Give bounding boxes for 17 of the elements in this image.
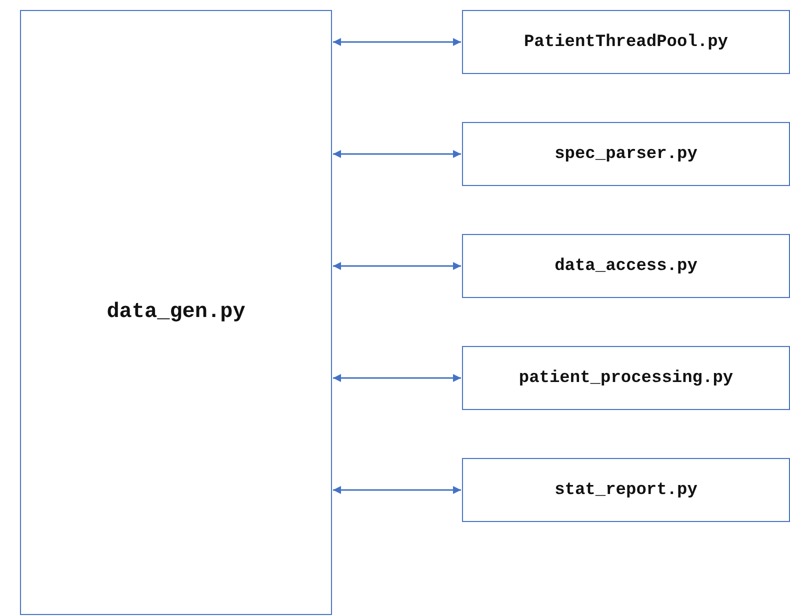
module-name: patient_processing.py [518,368,734,388]
module-name: PatientThreadPool.py [524,32,728,52]
module-name: spec_parser.py [554,144,698,164]
module-name: stat_report.py [554,480,698,500]
module-name: data_access.py [554,256,698,276]
double-arrow [333,486,461,494]
module-box [20,10,332,615]
module-name: data_gen.py [106,301,246,324]
module-box [462,458,790,522]
module-box [462,234,790,298]
double-arrow [333,38,461,46]
double-arrow [333,262,461,270]
module-box [462,10,790,74]
module-box [462,122,790,186]
module-box [462,346,790,410]
double-arrow [333,150,461,158]
double-arrow [333,374,461,382]
